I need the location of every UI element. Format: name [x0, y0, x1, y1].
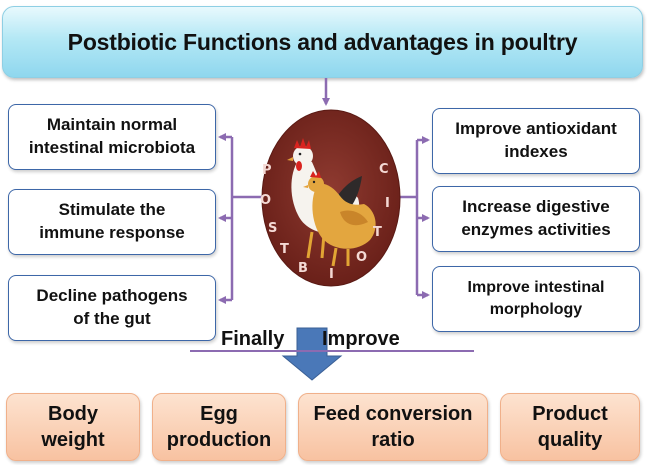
circle-letter: O — [356, 250, 368, 265]
outcome-body-weight: Body weight — [6, 393, 140, 461]
title-banner: Postbiotic Functions and advantages in p… — [2, 6, 643, 78]
function-box-enzymes: Increase digestive enzymes activities — [432, 186, 640, 252]
circle-letter: T — [280, 242, 289, 257]
outcome-label: Product quality — [532, 403, 608, 451]
function-box-pathogens: Decline pathogens of the gut — [8, 275, 216, 341]
function-label: Stimulate the immune response — [39, 200, 185, 242]
circle-letter: B — [298, 261, 308, 276]
function-box-morphology: Improve intestinal morphology — [432, 266, 640, 332]
improve-label: Improve — [322, 328, 400, 350]
down-arrow — [281, 327, 343, 381]
circle-letter: S — [268, 221, 278, 236]
function-box-antioxidant: Improve antioxidant indexes — [432, 108, 640, 174]
function-box-immune: Stimulate the immune response — [8, 189, 216, 255]
outcome-label: Feed conversion ratio — [313, 403, 473, 451]
finally-label: Finally — [221, 328, 285, 350]
circle-letter: C — [379, 162, 389, 177]
function-label: Increase digestive enzymes activities — [461, 197, 611, 239]
circle-letter: I — [329, 267, 334, 282]
function-box-microbiota: Maintain normal intestinal microbiota — [8, 104, 216, 170]
circle-letter: I — [385, 196, 390, 211]
function-label: Improve antioxidant indexes — [455, 119, 617, 161]
outcome-product-quality: Product quality — [500, 393, 640, 461]
function-label: Improve intestinal morphology — [467, 279, 605, 318]
function-label: Decline pathogens of the gut — [36, 286, 188, 328]
function-label: Maintain normal intestinal microbiota — [28, 115, 196, 157]
chicken-icon — [287, 138, 376, 267]
circle-letter: T — [373, 225, 382, 240]
circle-letter: P — [262, 163, 272, 178]
diagram-title: Postbiotic Functions and advantages in p… — [67, 28, 578, 55]
outcome-label: Egg production — [166, 403, 272, 451]
outcome-label: Body weight — [41, 403, 105, 451]
outcome-egg-production: Egg production — [152, 393, 286, 461]
outcome-feed-conversion: Feed conversion ratio — [298, 393, 488, 461]
circle-letter: O — [260, 193, 272, 208]
